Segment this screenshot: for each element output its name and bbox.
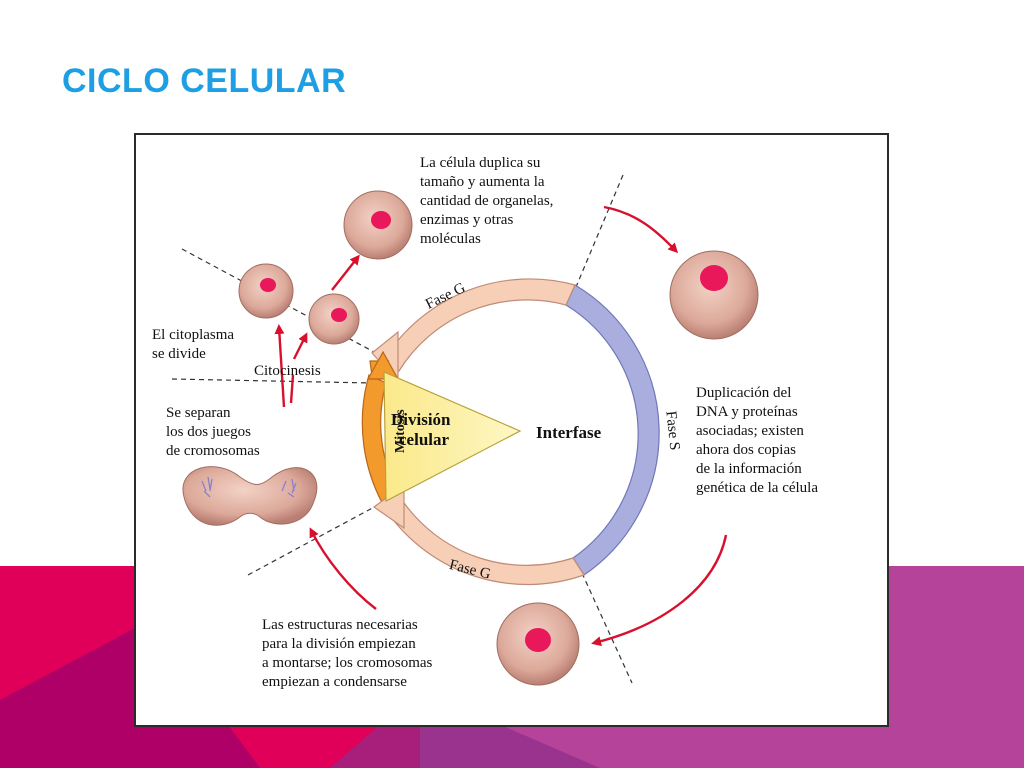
nucleus-icon <box>700 265 728 291</box>
cell-top <box>343 190 413 260</box>
annotation-structures: Las estructuras necesarias para la divis… <box>262 617 433 690</box>
slide-title: CICLO CELULAR <box>62 62 347 100</box>
arrow-citocinesis-up-1 <box>274 324 286 408</box>
division-label-line2: celular <box>399 430 449 449</box>
cell-cycle-diagram: Fase G Fase S Fase G Mitosis División ce… <box>152 155 818 690</box>
chromosomes-icon <box>201 476 297 498</box>
arrow-citocinesis-down <box>289 374 295 404</box>
red-arrows <box>274 205 728 647</box>
arrow-to-top-cell <box>331 254 360 291</box>
svg-text:tamaño y aumenta la: tamaño y aumenta la <box>420 174 545 190</box>
cell-bottom <box>496 602 580 686</box>
svg-text:de la información: de la información <box>696 461 802 477</box>
nucleus-icon <box>371 211 391 229</box>
svg-text:Duplicación del: Duplicación del <box>696 385 791 401</box>
arrow-to-bottom-cell <box>591 534 728 647</box>
dashed-line-lower-right <box>581 572 633 684</box>
svg-text:empiezan a condensarse: empiezan a condensarse <box>262 674 407 690</box>
cell-small-upper <box>238 263 294 319</box>
svg-text:Se separan: Se separan <box>166 405 231 421</box>
svg-text:ahora dos copias: ahora dos copias <box>696 442 796 458</box>
band-left-shade <box>0 620 260 768</box>
nucleus-icon <box>331 308 347 322</box>
svg-text:enzimas y otras: enzimas y otras <box>420 212 513 228</box>
annotation-dna: Duplicación del DNA y proteínas asociada… <box>696 385 818 496</box>
annotation-separate: Se separan los dos juegos de cromosomas <box>166 405 260 459</box>
annotation-growth: La célula duplica su tamaño y aumenta la… <box>420 155 553 247</box>
svg-text:DNA y proteínas: DNA y proteínas <box>696 404 798 420</box>
ring-fase-g1 <box>384 278 576 372</box>
svg-text:asociadas; existen: asociadas; existen <box>696 423 804 439</box>
svg-text:a montarse; los cromosomas: a montarse; los cromosomas <box>262 655 433 671</box>
nucleus-icon <box>525 628 551 652</box>
arrow-to-right-cell <box>603 205 679 254</box>
svg-text:Las estructuras necesarias: Las estructuras necesarias <box>262 617 418 633</box>
svg-text:La célula duplica su: La célula duplica su <box>420 155 541 171</box>
cell-dividing <box>182 466 318 526</box>
svg-text:genética de la célula: genética de la célula <box>696 480 818 496</box>
svg-text:los dos juegos: los dos juegos <box>166 424 251 440</box>
svg-text:cantidad de organelas,: cantidad de organelas, <box>420 193 553 209</box>
annotation-cytoplasm: El citoplasma se divide <box>152 327 234 362</box>
arrow-citocinesis-up-2 <box>292 332 308 360</box>
cell-right <box>669 250 759 340</box>
dashed-line-upper-right <box>575 174 624 288</box>
mitosis-arrowhead-big <box>366 350 400 380</box>
dashed-line-lower-left <box>247 504 379 576</box>
citocinesis-label: Citocinesis <box>254 363 321 379</box>
cell-cycle-figure: Fase G Fase S Fase G Mitosis División ce… <box>134 133 889 727</box>
svg-text:moléculas: moléculas <box>420 231 481 247</box>
fase-s-label: Fase S <box>662 410 682 451</box>
svg-text:se divide: se divide <box>152 346 206 362</box>
svg-text:El citoplasma: El citoplasma <box>152 327 234 343</box>
interfase-label: Interfase <box>536 423 602 442</box>
division-wedge <box>383 371 522 502</box>
svg-text:de cromosomas: de cromosomas <box>166 443 260 459</box>
division-label-line1: División <box>391 410 451 429</box>
cell-small-lower <box>308 293 360 345</box>
mitosis-label: Mitosis <box>393 409 408 453</box>
dashed-line-middle-left <box>171 378 373 384</box>
arrow-to-dividing-cell <box>309 527 377 610</box>
nucleus-icon <box>260 278 276 292</box>
svg-text:para la división empiezan: para la división empiezan <box>262 636 416 652</box>
